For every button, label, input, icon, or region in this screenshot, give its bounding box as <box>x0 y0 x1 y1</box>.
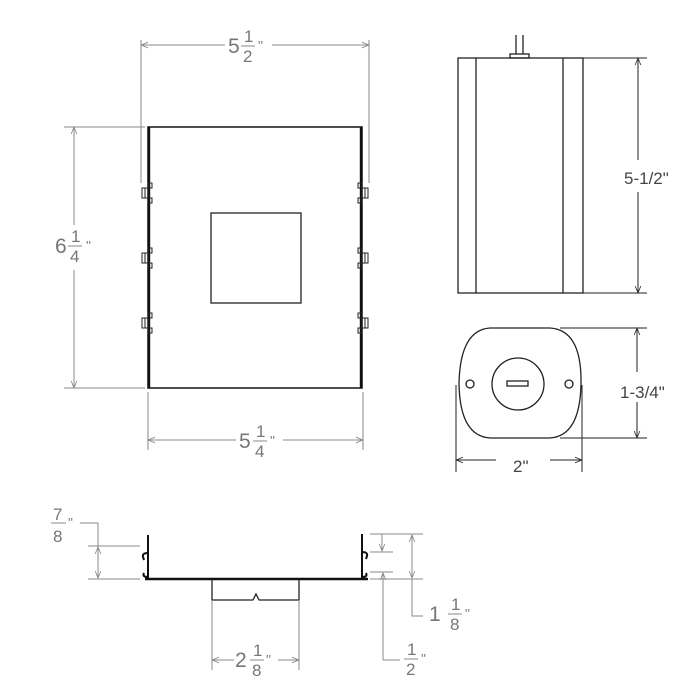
mounting-hole <box>465 379 475 389</box>
svg-text:2: 2 <box>243 47 252 66</box>
side-clips <box>141 182 369 334</box>
svg-text:1: 1 <box>407 640 416 659</box>
svg-text:1: 1 <box>253 641 262 660</box>
svg-text:5: 5 <box>228 35 240 58</box>
end-plate-outline <box>458 327 582 439</box>
svg-text:1: 1 <box>429 603 441 626</box>
svg-text:4: 4 <box>70 247 79 266</box>
dim-overall-width: 5 1 2 '' <box>141 27 369 183</box>
svg-text:7: 7 <box>53 505 62 524</box>
driver-box <box>211 579 300 601</box>
svg-text:2: 2 <box>235 649 247 672</box>
svg-text:'': '' <box>68 515 73 530</box>
svg-text:1: 1 <box>256 422 265 441</box>
mounting-plate <box>147 126 363 389</box>
dim-height: 6 1 4 '' <box>55 127 145 388</box>
dim-plate-width: 5 1 4 '' <box>148 392 363 461</box>
dim-end-width: 2" <box>456 385 582 476</box>
center-aperture <box>210 212 302 304</box>
knockout-circle <box>491 357 545 411</box>
left-wall <box>141 535 149 579</box>
svg-text:5: 5 <box>239 430 251 453</box>
driver-body <box>457 57 584 294</box>
svg-text:5-1/2": 5-1/2" <box>624 169 669 188</box>
svg-text:'': '' <box>266 652 271 667</box>
wire-connector <box>509 53 530 59</box>
dim-end-height: 1-3/4" <box>560 328 665 438</box>
svg-text:8: 8 <box>53 527 62 546</box>
svg-text:2: 2 <box>406 660 415 679</box>
dim-lip: 1 2 '' <box>370 534 426 679</box>
svg-text:8: 8 <box>450 615 459 634</box>
svg-text:8: 8 <box>252 661 261 680</box>
dim-driver-length: 5-1/2" <box>583 58 669 293</box>
svg-text:'': '' <box>86 238 91 253</box>
svg-text:4: 4 <box>255 442 264 461</box>
svg-text:'': '' <box>465 606 470 621</box>
svg-text:6: 6 <box>55 235 67 258</box>
right-wall <box>361 534 369 579</box>
svg-text:1: 1 <box>71 227 80 246</box>
mounting-hole <box>564 379 574 389</box>
side-view: 5-1/2" <box>457 35 669 294</box>
dim-flange: 7 8 '' <box>51 505 140 580</box>
svg-text:1-3/4": 1-3/4" <box>620 383 665 402</box>
dim-box-width: 2 1 8 '' <box>212 600 299 680</box>
dim-depth: 1 1 8 '' <box>370 533 470 634</box>
front-view: 5 1 2 '' 6 1 4 '' 5 1 4 '' <box>55 27 369 461</box>
svg-text:'': '' <box>258 38 263 53</box>
svg-text:2": 2" <box>513 457 529 476</box>
svg-text:1: 1 <box>451 595 460 614</box>
svg-text:1: 1 <box>244 27 253 46</box>
svg-text:'': '' <box>270 433 275 448</box>
svg-text:'': '' <box>421 651 426 666</box>
section-view: 7 8 '' 2 1 8 '' 1 1 8 '' <box>51 505 470 680</box>
end-view: 1-3/4" 2" <box>456 328 665 476</box>
slot <box>506 380 529 387</box>
